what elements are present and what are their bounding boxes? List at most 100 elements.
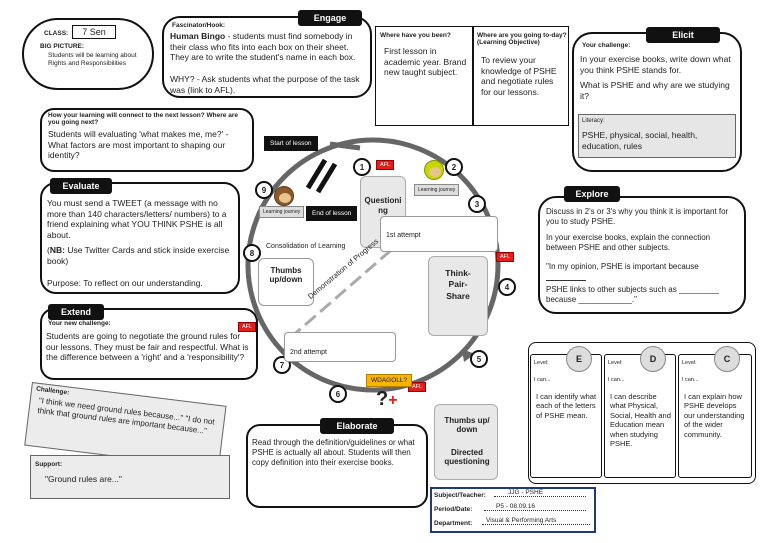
- consolidation-label: Consolidation of Learning: [266, 243, 346, 250]
- afl-tag-2: AFL: [496, 252, 515, 262]
- subject-label: Subject/Teacher:: [434, 492, 486, 499]
- class-label: CLASS:: [44, 30, 69, 37]
- level-d-badge: D: [640, 346, 666, 372]
- monkey-icon-2: [424, 160, 444, 180]
- level-e-text: I can identify what each of the letters …: [536, 392, 597, 420]
- questioning-label: Questioning: [364, 196, 402, 215]
- afl-tag-3: AFL: [238, 322, 257, 332]
- level-d-label: Level:: [608, 360, 623, 366]
- start-of-lesson: Start of lesson: [264, 136, 318, 151]
- elaborate-tag: Elaborate: [320, 418, 394, 434]
- explore-box: [538, 196, 746, 314]
- elicit-text1: In your exercise books, write down what …: [580, 54, 731, 75]
- connect-box: [40, 108, 254, 172]
- elicit-tag: Elicit: [646, 27, 720, 43]
- level-e-badge: E: [566, 346, 592, 372]
- directed-box: [434, 404, 498, 480]
- literacy-box: [578, 114, 736, 158]
- think-pair-share-box: [428, 256, 488, 336]
- level-d-ican: I can...: [608, 377, 625, 383]
- explore-tag: Explore: [564, 186, 620, 202]
- level-d-box: [604, 354, 676, 478]
- step-1: 1: [353, 158, 371, 176]
- evaluate-text1: You must send a TWEET (a message with no…: [47, 198, 227, 240]
- evaluate-tag: Evaluate: [50, 178, 112, 194]
- where-going-heading: Where are you going to-day? (Learning Ob…: [477, 32, 567, 46]
- level-c-text: I can explain how PSHE develops our unde…: [684, 392, 745, 439]
- break-bar-2: [315, 162, 338, 194]
- extend-tag: Extend: [48, 304, 104, 320]
- extend-heading: Your new challenge:: [48, 320, 111, 327]
- engage-tag: Engage: [298, 10, 362, 26]
- explore-text2: In your exercise books, explain the conn…: [546, 233, 711, 252]
- cycle-ring: [245, 137, 501, 393]
- evaluate-nb: (NB: Use Twitter Cards and stick inside …: [47, 245, 230, 266]
- level-e-ican: I can...: [534, 377, 551, 383]
- thumbs-label: Thumbs up/down: [269, 266, 303, 284]
- explore-text1: Discuss in 2's or 3's why you think it i…: [546, 207, 729, 226]
- engage-body: - students must find somebody in their c…: [170, 31, 356, 63]
- step-8: 8: [243, 244, 261, 262]
- engage-box: [162, 16, 372, 98]
- level-e-label: Level:: [534, 360, 549, 366]
- where-been-heading: Where have you been?: [380, 32, 451, 39]
- big-picture-text: Students will be learning about Rights a…: [48, 52, 137, 67]
- step-2: 2: [445, 158, 463, 176]
- department-value: Visual & Performing Arts: [482, 517, 590, 525]
- second-attempt-box: [284, 332, 396, 362]
- level-d-text: I can describe what Physical, Social, He…: [610, 392, 671, 448]
- where-been-text: First lesson in academic year. Brand new…: [384, 46, 467, 78]
- cycle-arrowhead-right: [462, 349, 475, 362]
- evaluate-box: [40, 182, 240, 294]
- level-c-box: [678, 354, 752, 478]
- period-label: Period/Date:: [434, 506, 473, 513]
- explore-text4: PSHE links to other subjects such as ___…: [546, 285, 719, 304]
- extend-box: [40, 308, 258, 380]
- first-attempt-box: [380, 216, 498, 252]
- evaluate-nb-label: NB:: [49, 245, 65, 255]
- think-pair-share-label: Think-Pair-Share: [445, 268, 471, 301]
- second-attempt-label: 2nd attempt: [290, 349, 327, 356]
- afl-tag-4: AFL: [408, 382, 427, 392]
- support-text: "Ground rules are...": [45, 474, 122, 484]
- wdagoll-badge: WDAGOLL?: [366, 374, 413, 387]
- afl-tag-1: AFL: [376, 160, 395, 170]
- step-4: 4: [498, 278, 516, 296]
- engage-text: Human Bingo - students must find somebod…: [170, 31, 366, 63]
- elaborate-box: [246, 424, 428, 508]
- elicit-text2: What is PSHE and why are we studying it?: [580, 80, 730, 101]
- department-label: Department:: [434, 520, 473, 527]
- where-been-box: [375, 26, 473, 126]
- step-6: 6: [329, 385, 347, 403]
- level-c-label: Level:: [682, 360, 697, 366]
- cycle-arrow-top: [329, 141, 361, 151]
- period-value: P5 - 08.09.16: [484, 503, 586, 511]
- elaborate-text: Read through the definition/guidelines o…: [252, 438, 415, 467]
- where-going-box: [473, 26, 569, 126]
- connect-heading: How your learning will connect to the ne…: [48, 112, 238, 126]
- support-card: Support: "Ground rules are...": [30, 455, 230, 499]
- engage-why: WHY? - Ask students what the purpose of …: [170, 74, 360, 95]
- literacy-text: PSHE, physical, social, health, educatio…: [582, 130, 698, 151]
- elicit-heading: Your challenge:: [582, 42, 631, 49]
- break-bar-1: [305, 158, 328, 190]
- support-label: Support:: [35, 461, 63, 468]
- thumbs-box: [258, 258, 314, 306]
- subject-value: JJG - PSHE: [494, 489, 586, 497]
- first-attempt-label: 1st attempt: [386, 232, 421, 239]
- end-of-lesson: End of lesson: [306, 206, 358, 221]
- connect-text: Students will evaluating 'what makes me,…: [48, 129, 229, 161]
- class-value: 7 Sen: [72, 25, 116, 39]
- step-9: 9: [255, 181, 273, 199]
- level-c-ican: I can...: [682, 377, 699, 383]
- monkey-icon: [274, 186, 294, 206]
- engage-title: Human Bingo: [170, 31, 226, 41]
- learning-journey-left: Learning journey: [259, 206, 305, 218]
- step-5: 5: [470, 350, 488, 368]
- explore-text3: "In my opinion, PSHE is important becaus…: [546, 262, 699, 271]
- evaluate-purpose: Purpose: To reflect on our understanding…: [47, 278, 203, 288]
- where-going-text: To review your knowledge of PSHE and neg…: [481, 55, 557, 97]
- learning-journey-right: Learning journey: [414, 184, 460, 196]
- class-cloud: [22, 18, 154, 90]
- extend-text: Students are going to negotiate the grou…: [46, 331, 249, 363]
